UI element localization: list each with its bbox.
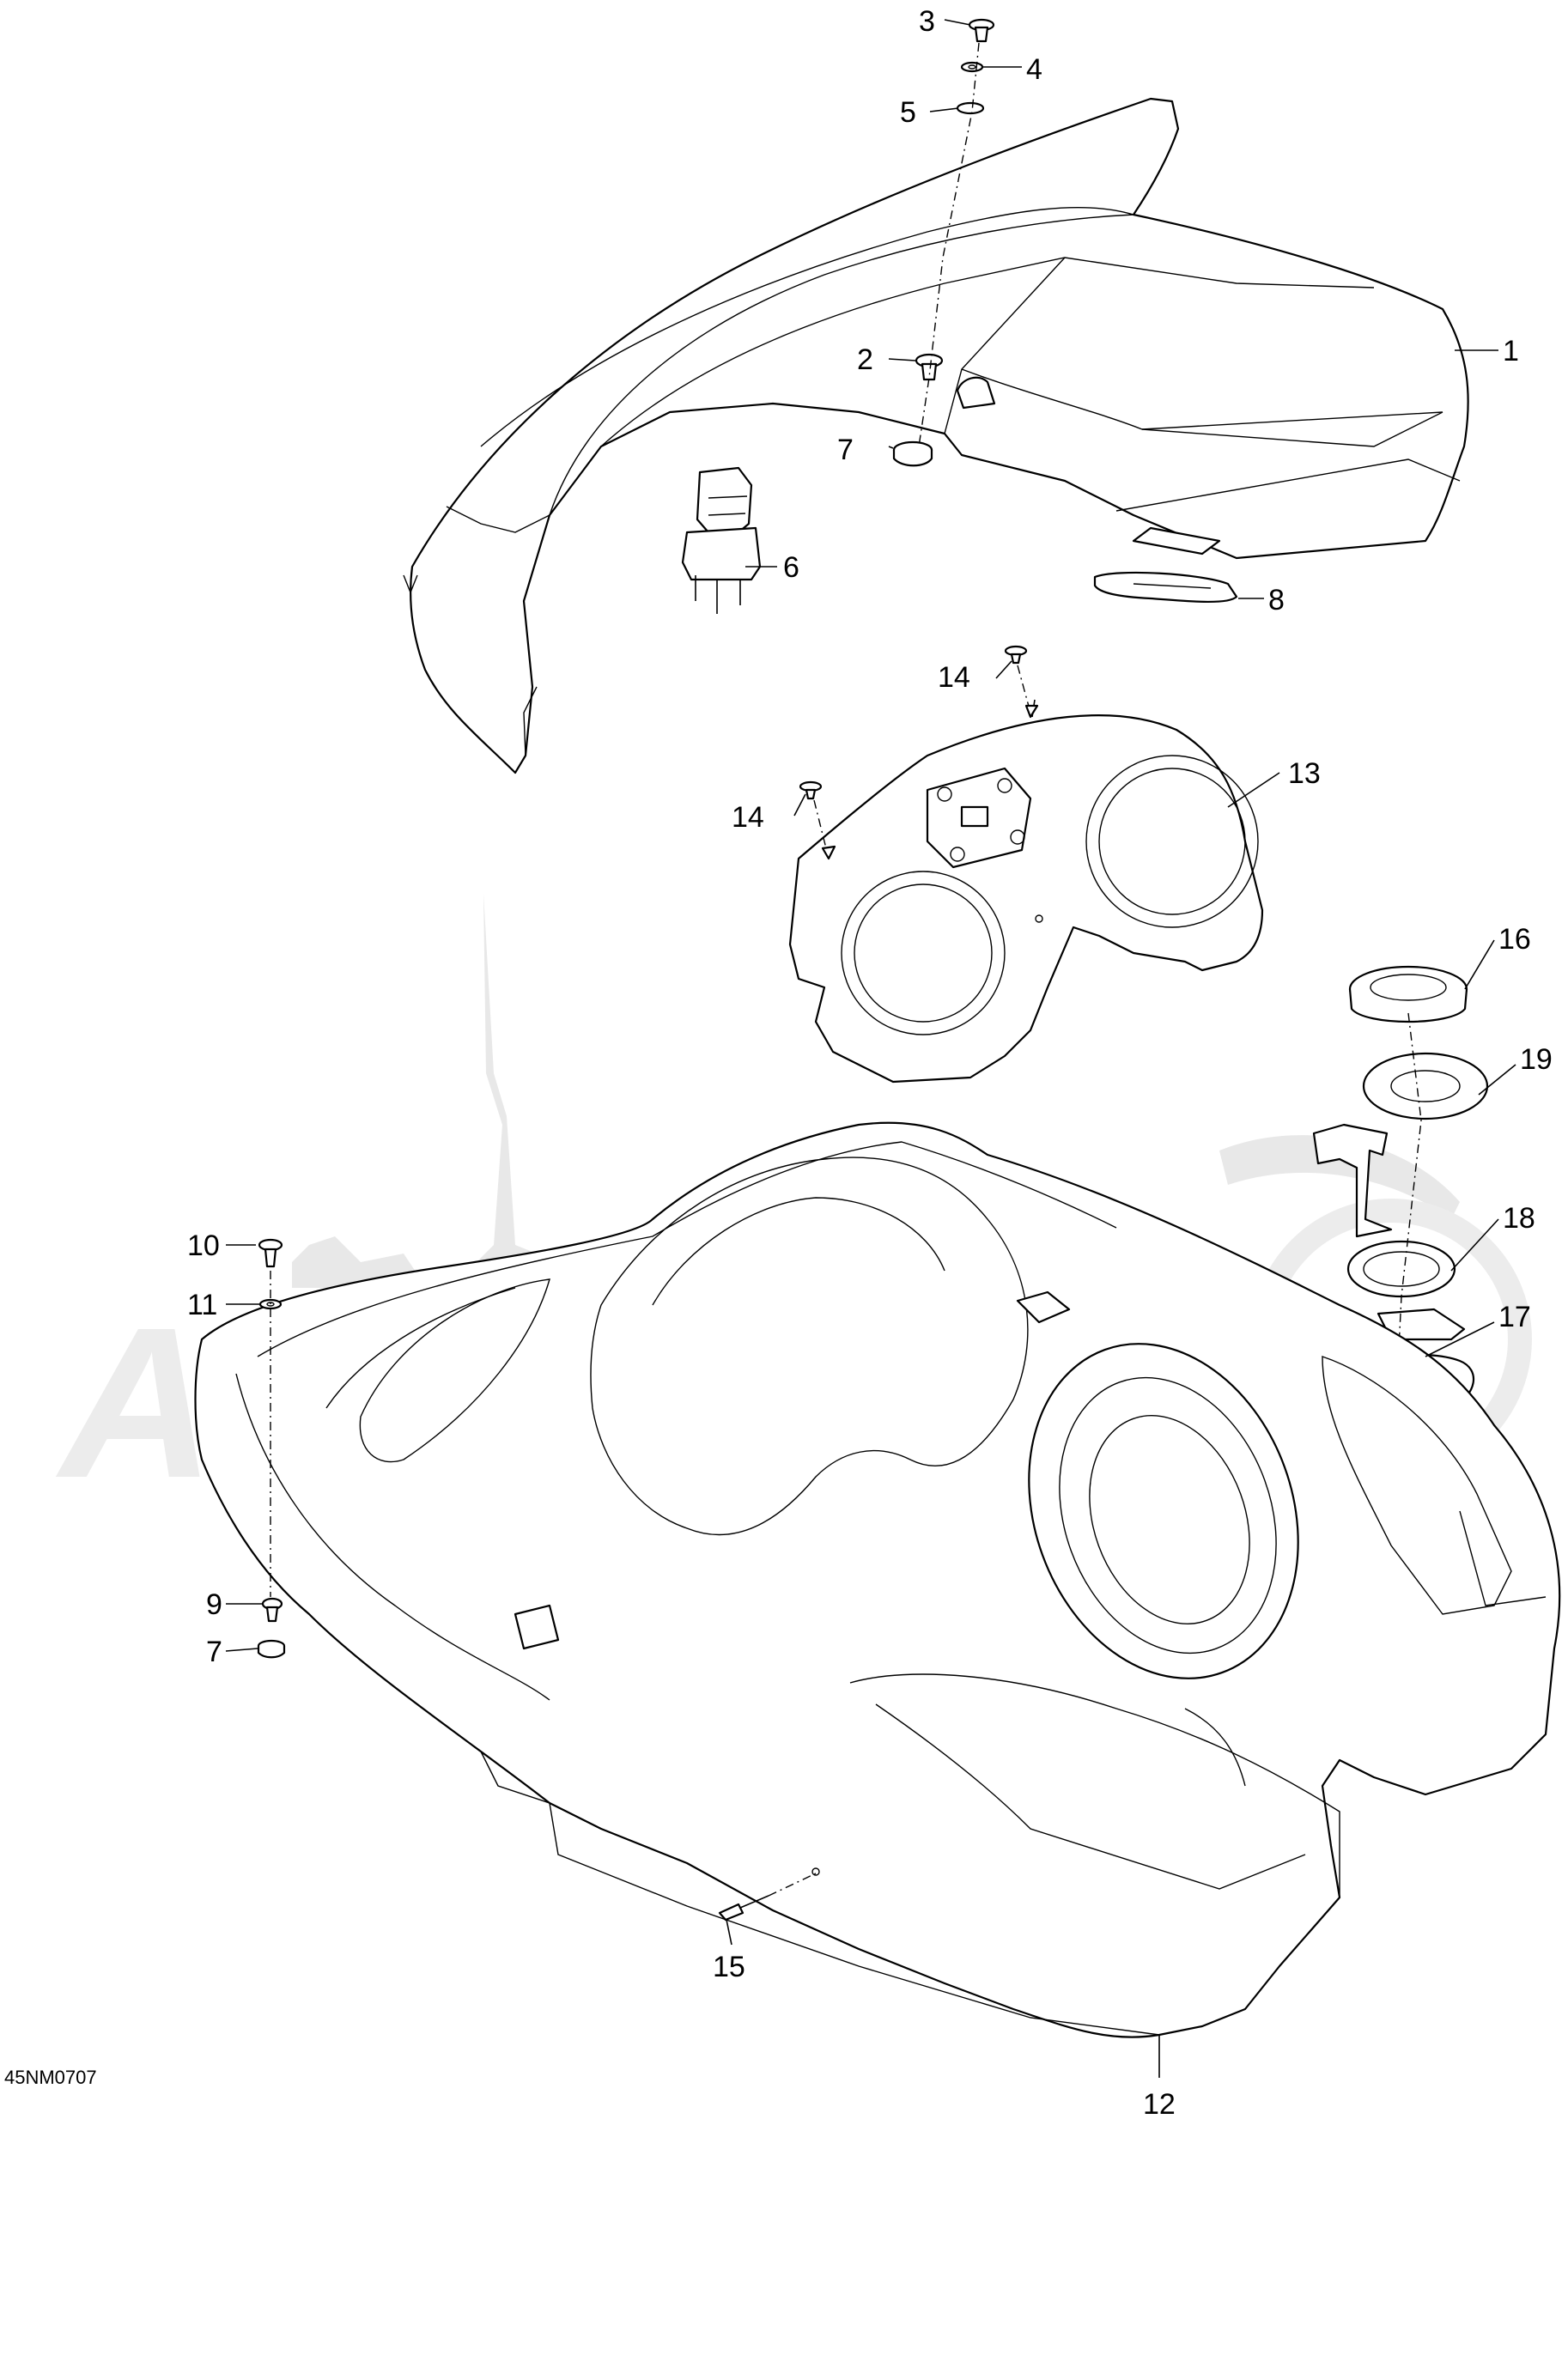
part-19-washer	[1362, 1052, 1489, 1120]
part-12-lower-console	[194, 1121, 1561, 2038]
part-14-rivet-upper	[1004, 645, 1028, 665]
part-7-nut-lower	[257, 1639, 286, 1659]
axis-line-upper	[918, 42, 980, 447]
callout-10: 10	[187, 1229, 220, 1262]
part-15-screw	[718, 1895, 769, 1922]
callout-4: 4	[1026, 53, 1042, 86]
callout-11: 11	[187, 1289, 217, 1321]
callout-18: 18	[1503, 1202, 1535, 1235]
part-18-ring-bracket	[1312, 1123, 1456, 1298]
callout-7-upper: 7	[837, 434, 854, 466]
callout-2: 2	[857, 343, 873, 376]
drawing-code: 45NM0707	[4, 2067, 97, 2088]
part-4-washer	[960, 61, 984, 73]
part-2-rivet	[915, 353, 944, 381]
part-13-gauge-support	[788, 714, 1264, 1084]
callout-15: 15	[713, 1951, 745, 1983]
part-14-rivet-lower	[799, 780, 823, 800]
axis-line-14a	[1017, 665, 1031, 713]
part-16-ring-nut	[1348, 965, 1468, 1023]
part-10-screw	[258, 1238, 283, 1268]
callout-13: 13	[1288, 757, 1321, 790]
part-8-clip	[1093, 571, 1238, 604]
callout-7-lower: 7	[206, 1636, 222, 1668]
callout-5: 5	[900, 96, 916, 129]
callout-14-lower: 14	[732, 801, 764, 834]
callout-19: 19	[1520, 1043, 1553, 1076]
part-9-rivet	[261, 1597, 283, 1623]
part-1-upper-cover	[403, 97, 1469, 774]
callout-9: 9	[206, 1588, 222, 1621]
leader-lines	[225, 19, 1516, 2078]
callout-6: 6	[783, 551, 799, 584]
callout-17: 17	[1498, 1301, 1531, 1333]
callout-12: 12	[1143, 2088, 1176, 2121]
callout-14-upper: 14	[938, 661, 970, 694]
callout-3: 3	[919, 5, 935, 38]
axis-line-15	[768, 1873, 817, 1897]
part-3-screw	[968, 18, 995, 43]
callout-labels: 3 4 5 2 1 7 6 8 14 13 14 16 19 18 17 10 …	[4, 5, 1553, 2121]
callout-8: 8	[1268, 584, 1285, 616]
part-6-bracket	[681, 466, 762, 614]
callout-1: 1	[1503, 335, 1519, 367]
part-5-grommet	[956, 101, 985, 115]
part-7-nut-upper	[892, 440, 933, 467]
callout-16: 16	[1498, 923, 1531, 956]
